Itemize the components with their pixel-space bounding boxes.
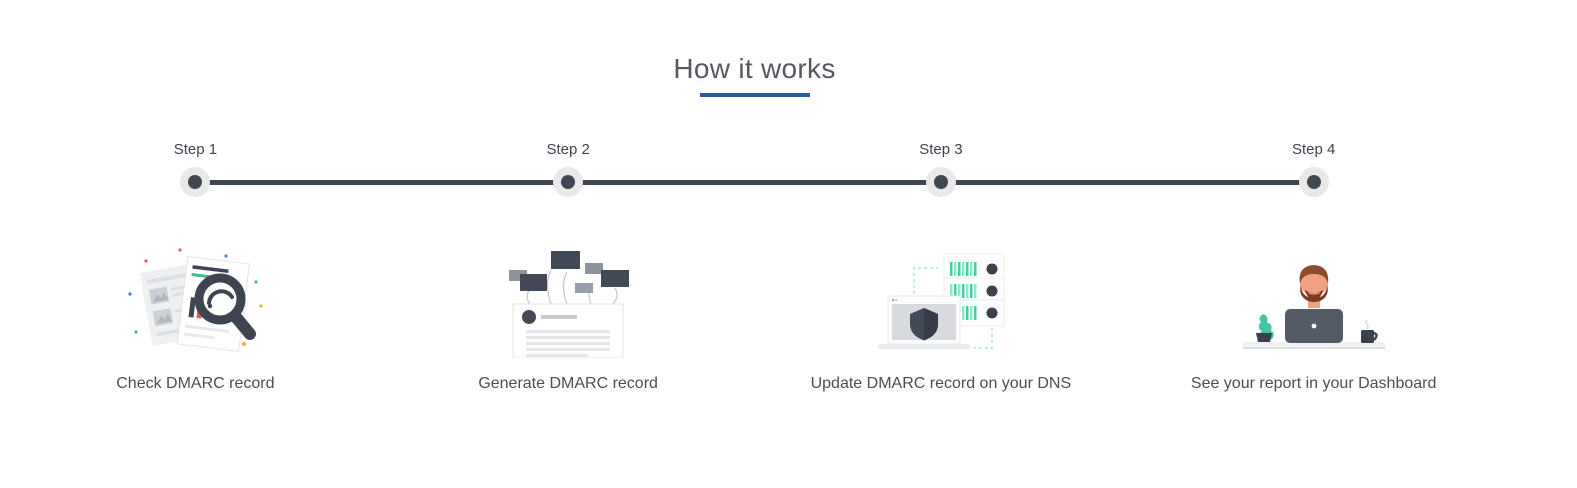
step-2-label: Step 2 bbox=[546, 141, 590, 158]
person-at-laptop-illustration bbox=[1239, 244, 1389, 358]
step-2-column: Step 2 bbox=[382, 140, 755, 394]
step-4-column: Step 4 bbox=[1127, 140, 1500, 394]
step-4-timeline-dot bbox=[1298, 167, 1329, 197]
step-3-label: Step 3 bbox=[919, 141, 963, 158]
dns-security-icon bbox=[877, 253, 1005, 349]
step-1-label: Step 1 bbox=[173, 141, 218, 158]
title-underline bbox=[699, 93, 810, 97]
secure-server-laptop-illustration bbox=[866, 244, 1016, 358]
how-it-works-section: How it works Step 1 bbox=[0, 52, 1509, 394]
generate-record-icon bbox=[509, 251, 630, 358]
page-title: How it works bbox=[673, 53, 836, 84]
step-4-caption: See your report in your Dashboard bbox=[1190, 375, 1437, 392]
step-2-timeline-dot bbox=[553, 167, 584, 197]
magnifier-documents-icon bbox=[128, 248, 263, 352]
laptop-with-shield bbox=[877, 295, 970, 349]
open-laptop bbox=[1284, 309, 1343, 343]
step-3-caption: Update DMARC record on your DNS bbox=[810, 375, 1072, 392]
plant bbox=[1255, 314, 1274, 342]
step-4-label: Step 4 bbox=[1291, 141, 1336, 158]
step-1-timeline-dot bbox=[180, 167, 211, 197]
steps-timeline: Step 1 bbox=[9, 140, 1500, 394]
timeline-line bbox=[195, 180, 1314, 185]
step-2-caption: Generate DMARC record bbox=[478, 375, 658, 392]
step-3-column: Step 3 bbox=[755, 140, 1128, 394]
step-1-caption: Check DMARC record bbox=[116, 375, 275, 392]
floating-blocks-document-illustration bbox=[493, 244, 643, 358]
document-search-illustration bbox=[120, 244, 270, 358]
step-3-timeline-dot bbox=[925, 167, 956, 197]
coffee-mug bbox=[1360, 319, 1378, 343]
section-header: How it works bbox=[0, 52, 1509, 97]
step-1-column: Step 1 bbox=[9, 140, 382, 394]
dashboard-user-icon bbox=[1242, 265, 1385, 349]
